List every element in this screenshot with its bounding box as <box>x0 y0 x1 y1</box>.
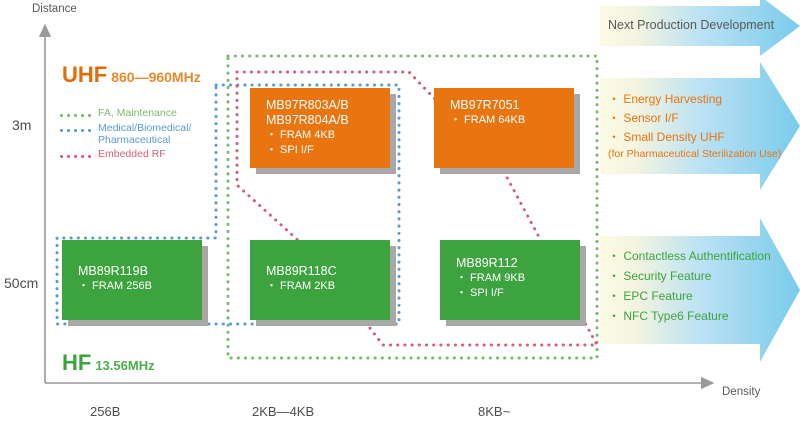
arrow-next-production <box>600 0 800 56</box>
chip-bullet-memory: ・ FRAM 64KB <box>450 114 526 126</box>
chip-title-line1: MB89R118C <box>266 264 337 278</box>
chip-mb97r7051[interactable]: MB97R7051 ・ FRAM 64KB <box>434 88 580 174</box>
legend-label-fa-maintenance: FA, Maintenance <box>98 107 177 119</box>
arrow-item-security-feature: ・ Security Feature <box>608 269 712 283</box>
arrow-item-epc-feature: ・ EPC Feature <box>608 289 693 303</box>
axis-lines <box>38 23 715 390</box>
legend-label-medical-line2: Pharmaceutical <box>98 133 171 146</box>
legend-label-embedded-rf: Embedded RF <box>98 148 166 160</box>
chip-mb89r118c[interactable]: MB89R118C ・ FRAM 2KB <box>250 240 396 326</box>
arrow-item-energy-harvesting: ・ Energy Harvesting <box>608 92 723 106</box>
chip-face: MB89R118C ・ FRAM 2KB <box>250 240 390 320</box>
region-medical <box>55 83 401 326</box>
chip-face: MB97R7051 ・ FRAM 64KB <box>434 88 574 168</box>
legend-item-embedded-rf: Embedded RF <box>60 148 191 161</box>
chip-title-line1: MB97R7051 <box>450 98 520 112</box>
arrow-item-sensor-if: ・ Sensor I/F <box>608 111 679 125</box>
x-tick-256b: 256B <box>90 404 121 419</box>
y-axis-label: Distance <box>32 3 77 15</box>
legend-swatch-green-dotted-icon <box>60 111 92 120</box>
chip-mb97r803[interactable]: MB97R803A/B MB97R804A/B ・ FRAM 4KB ・ SPI… <box>250 88 396 174</box>
chip-title-line1: MB89R119B <box>78 264 148 278</box>
arrow-item-small-density-uhf: ・ Small Density UHF <box>608 130 725 144</box>
chip-mb89r112[interactable]: MB89R112 ・ FRAM 9KB ・ SPI I/F <box>440 240 586 326</box>
chip-face: MB97R803A/B MB97R804A/B ・ FRAM 4KB ・ SPI… <box>250 88 390 168</box>
chip-mb89r119b[interactable]: MB89R119B ・ FRAM 256B <box>62 240 208 326</box>
arrow-item-sterilization-note: (for Pharmaceutical Sterilization Use) <box>608 148 782 160</box>
arrow-hf-roadmap <box>600 218 800 362</box>
band-name-hf: HF <box>62 350 92 375</box>
y-tick-50cm: 50cm <box>4 275 39 291</box>
legend-swatch-pink-dotted-icon <box>60 152 92 161</box>
legend-item-fa-maintenance: FA, Maintenance <box>60 107 191 120</box>
chip-bullet-memory: ・ FRAM 256B <box>78 280 152 292</box>
chip-title-line1: MB89R112 <box>456 256 518 270</box>
arrow-title-next-production: Next Production Development <box>608 18 775 32</box>
x-axis-label: Density <box>722 386 761 398</box>
y-tick-3m: 3m <box>12 117 32 133</box>
region-embedded-rf <box>235 70 600 347</box>
chip-title-line2: MB97R804A/B <box>266 113 349 127</box>
chip-face: MB89R112 ・ FRAM 9KB ・ SPI I/F <box>440 240 580 320</box>
x-tick-2kb4kb: 2KB—4KB <box>252 404 315 419</box>
arrow-item-nfc-type6: ・ NFC Type6 Feature <box>608 309 729 323</box>
arrow-list-hf-roadmap: ・ Contactless Authentification ・ Securit… <box>608 246 771 326</box>
legend: FA, Maintenance Medical/Biomedical/ Phar… <box>60 107 192 164</box>
arrow-item-contactless-auth: ・ Contactless Authentification <box>608 249 771 263</box>
legend-label-medical-line1: Medical/Biomedical/ <box>98 122 192 134</box>
band-freq-hf: 13.56MHz <box>95 358 155 373</box>
region-fa-maintenance <box>226 54 599 360</box>
legend-item-medical: Medical/Biomedical/ Pharmaceutical <box>60 122 192 146</box>
chip-bullet-interface: ・ SPI I/F <box>266 143 314 156</box>
chip-face: MB89R119B ・ FRAM 256B <box>62 240 202 320</box>
chip-bullet-memory: ・ FRAM 4KB <box>266 129 336 141</box>
x-tick-8kb: 8KB~ <box>478 404 511 419</box>
chip-bullet-memory: ・ FRAM 9KB <box>456 272 526 284</box>
band-name-uhf: UHF <box>62 62 108 87</box>
chip-bullet-interface: ・ SPI I/F <box>456 286 504 299</box>
chip-title-line1: MB97R803A/B <box>266 98 349 112</box>
roadmap-arrows <box>600 0 800 362</box>
chip-bullet-memory: ・ FRAM 2KB <box>266 280 336 292</box>
band-freq-uhf: 860—960MHz <box>111 69 201 85</box>
arrow-uhf-roadmap <box>600 62 800 190</box>
arrow-list-uhf-roadmap: ・ Energy Harvesting ・ Sensor I/F ・ Small… <box>608 90 781 162</box>
legend-swatch-blue-dotted-icon <box>60 126 92 135</box>
